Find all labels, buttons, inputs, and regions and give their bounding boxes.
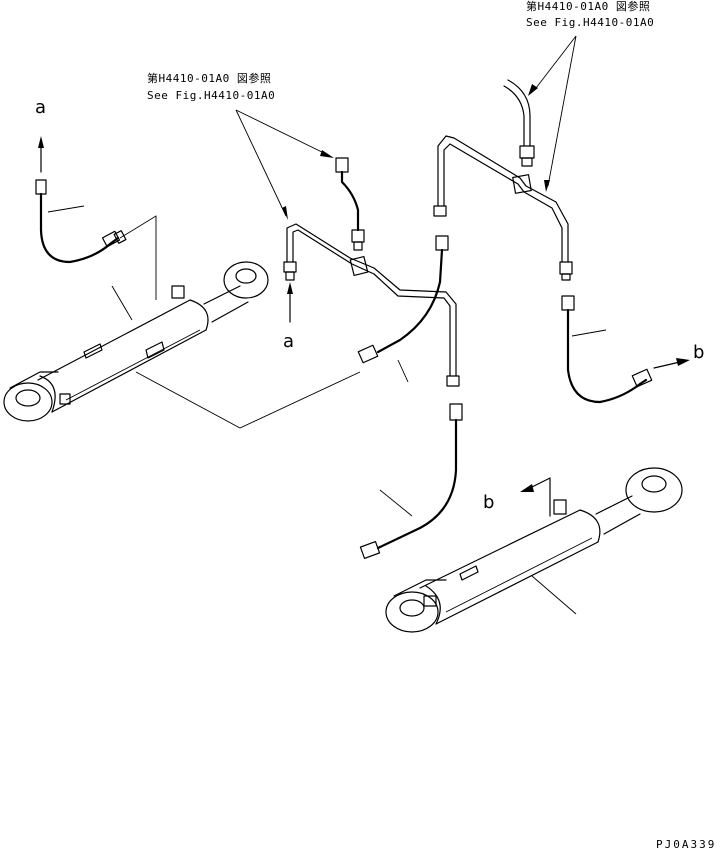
connection-label-a-upper: a xyxy=(35,97,47,118)
leader-line xyxy=(111,285,133,321)
connection-label-b-lower: b xyxy=(483,492,495,513)
reference-note-top-right-en: See Fig.H4410-01A0 xyxy=(526,16,655,29)
leader-line xyxy=(119,215,157,300)
arrow-a-lower xyxy=(287,282,293,323)
center-steel-pipe xyxy=(283,223,460,387)
reference-leader-top-center xyxy=(235,109,334,220)
top-reference-hose xyxy=(503,79,535,167)
connection-label-b-right: b xyxy=(693,342,705,363)
arrow-b-lower xyxy=(520,477,551,517)
arrow-a-upper xyxy=(38,136,44,173)
left-upper-hose xyxy=(35,179,127,264)
center-long-hose xyxy=(357,235,449,383)
center-short-hose xyxy=(335,157,365,251)
reference-note-top-center-jp: 第H4410-01A0 図参照 xyxy=(147,72,272,85)
lower-connecting-hose xyxy=(359,403,463,559)
right-steel-pipe xyxy=(433,135,573,281)
arrow-b-right xyxy=(653,358,690,369)
right-hydraulic-cylinder xyxy=(385,467,683,633)
reference-note-top-right-jp: 第H4410-01A0 図参照 xyxy=(526,0,651,13)
drawing-code: PJ0A339 xyxy=(656,838,717,851)
connection-label-a-lower: a xyxy=(283,331,295,352)
reference-note-top-center-en: See Fig.H4410-01A0 xyxy=(147,89,276,102)
reference-leader-top-right xyxy=(528,35,577,192)
right-hose-b xyxy=(561,295,653,404)
left-hydraulic-cylinder xyxy=(3,261,269,422)
leader-line xyxy=(135,371,361,429)
